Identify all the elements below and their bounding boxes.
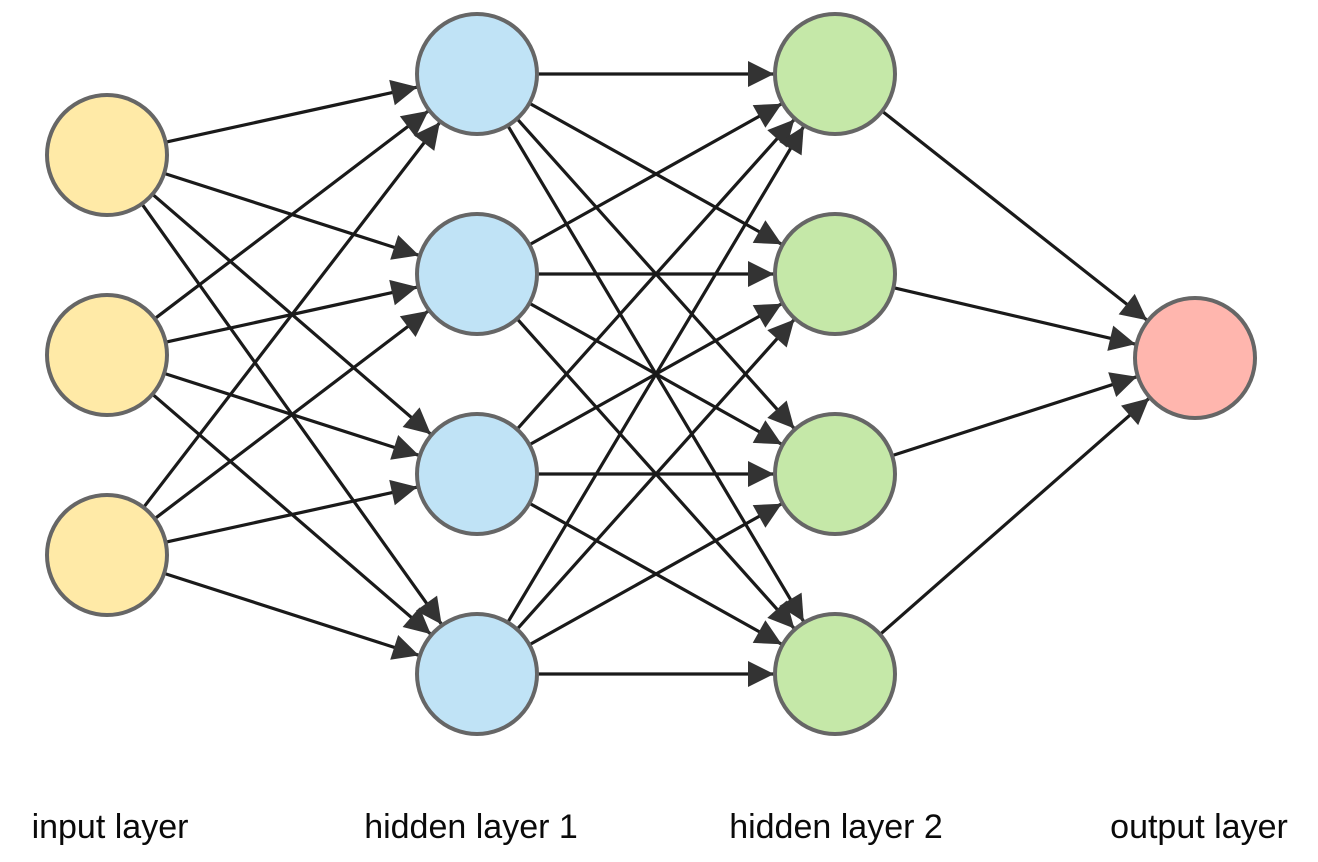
arrow-head-icon: [767, 400, 795, 429]
arrow-head-icon: [399, 110, 429, 137]
arrow-head-icon: [399, 310, 429, 337]
arrow-head-icon: [752, 103, 782, 128]
arrow-head-icon: [752, 420, 782, 445]
nodes-group: [45, 12, 1257, 736]
connection-edge: [515, 118, 796, 431]
neuron-node-hidden1[interactable]: [415, 12, 539, 136]
connection-edge: [879, 397, 1151, 636]
neuron-node-hidden2[interactable]: [773, 212, 897, 336]
neuron-node-hidden1[interactable]: [415, 612, 539, 736]
connection-edge: [153, 109, 430, 320]
arrowheads-group: [389, 61, 1150, 687]
arrow-head-icon: [752, 303, 782, 328]
layer-labels-group: input layer hidden layer 1 hidden layer 2 o…: [32, 808, 1288, 846]
arrow-head-icon: [748, 261, 774, 287]
neuron-node-input[interactable]: [45, 293, 169, 417]
connection-edge: [893, 286, 1136, 346]
arrow-head-icon: [389, 479, 418, 506]
neuron-node-hidden2[interactable]: [773, 412, 897, 536]
neuron-node-hidden1[interactable]: [415, 212, 539, 336]
arrow-head-icon: [779, 126, 804, 156]
arrow-head-icon: [389, 279, 418, 306]
connection-edge: [165, 85, 418, 144]
arrow-head-icon: [767, 319, 795, 348]
arrow-head-icon: [389, 79, 418, 106]
arrow-head-icon: [752, 503, 782, 528]
neuron-node-input[interactable]: [45, 93, 169, 217]
layer-label-output: output layer: [1110, 808, 1288, 846]
neuron-node-hidden2[interactable]: [773, 12, 897, 136]
arrow-head-icon: [748, 661, 774, 687]
arrow-head-icon: [402, 607, 431, 635]
edges-group: [140, 72, 1151, 676]
connection-edge: [153, 309, 430, 520]
connection-edge: [163, 571, 420, 657]
neuron-node-input[interactable]: [45, 493, 169, 617]
layer-label-input: input layer: [32, 808, 189, 846]
arrow-head-icon: [390, 634, 419, 660]
arrow-head-icon: [1108, 372, 1137, 398]
arrow-head-icon: [1118, 293, 1148, 321]
connection-edge: [506, 125, 806, 624]
arrow-head-icon: [390, 234, 419, 260]
connection-edge: [142, 121, 442, 509]
neuron-node-output[interactable]: [1133, 296, 1257, 420]
arrow-head-icon: [767, 600, 795, 629]
arrow-head-icon: [748, 461, 774, 487]
neuron-node-hidden1[interactable]: [415, 412, 539, 536]
layer-label-hidden2: hidden layer 2: [729, 808, 943, 846]
arrow-head-icon: [1107, 325, 1136, 351]
arrow-head-icon: [415, 595, 442, 625]
connection-edge: [891, 375, 1138, 458]
arrow-head-icon: [413, 122, 440, 151]
arrow-head-icon: [779, 592, 804, 622]
arrow-head-icon: [752, 620, 782, 645]
arrow-head-icon: [752, 220, 782, 245]
connection-edge: [165, 485, 418, 544]
neuron-node-hidden2[interactable]: [773, 612, 897, 736]
arrow-head-icon: [402, 407, 431, 435]
connection-edge: [515, 318, 796, 631]
arrow-head-icon: [1121, 398, 1150, 426]
arrow-head-icon: [748, 61, 774, 87]
connection-edge: [528, 102, 783, 247]
connection-edge: [528, 502, 783, 647]
connection-edge: [881, 109, 1149, 322]
layer-label-hidden1: hidden layer 1: [364, 808, 578, 846]
arrow-head-icon: [390, 434, 419, 460]
